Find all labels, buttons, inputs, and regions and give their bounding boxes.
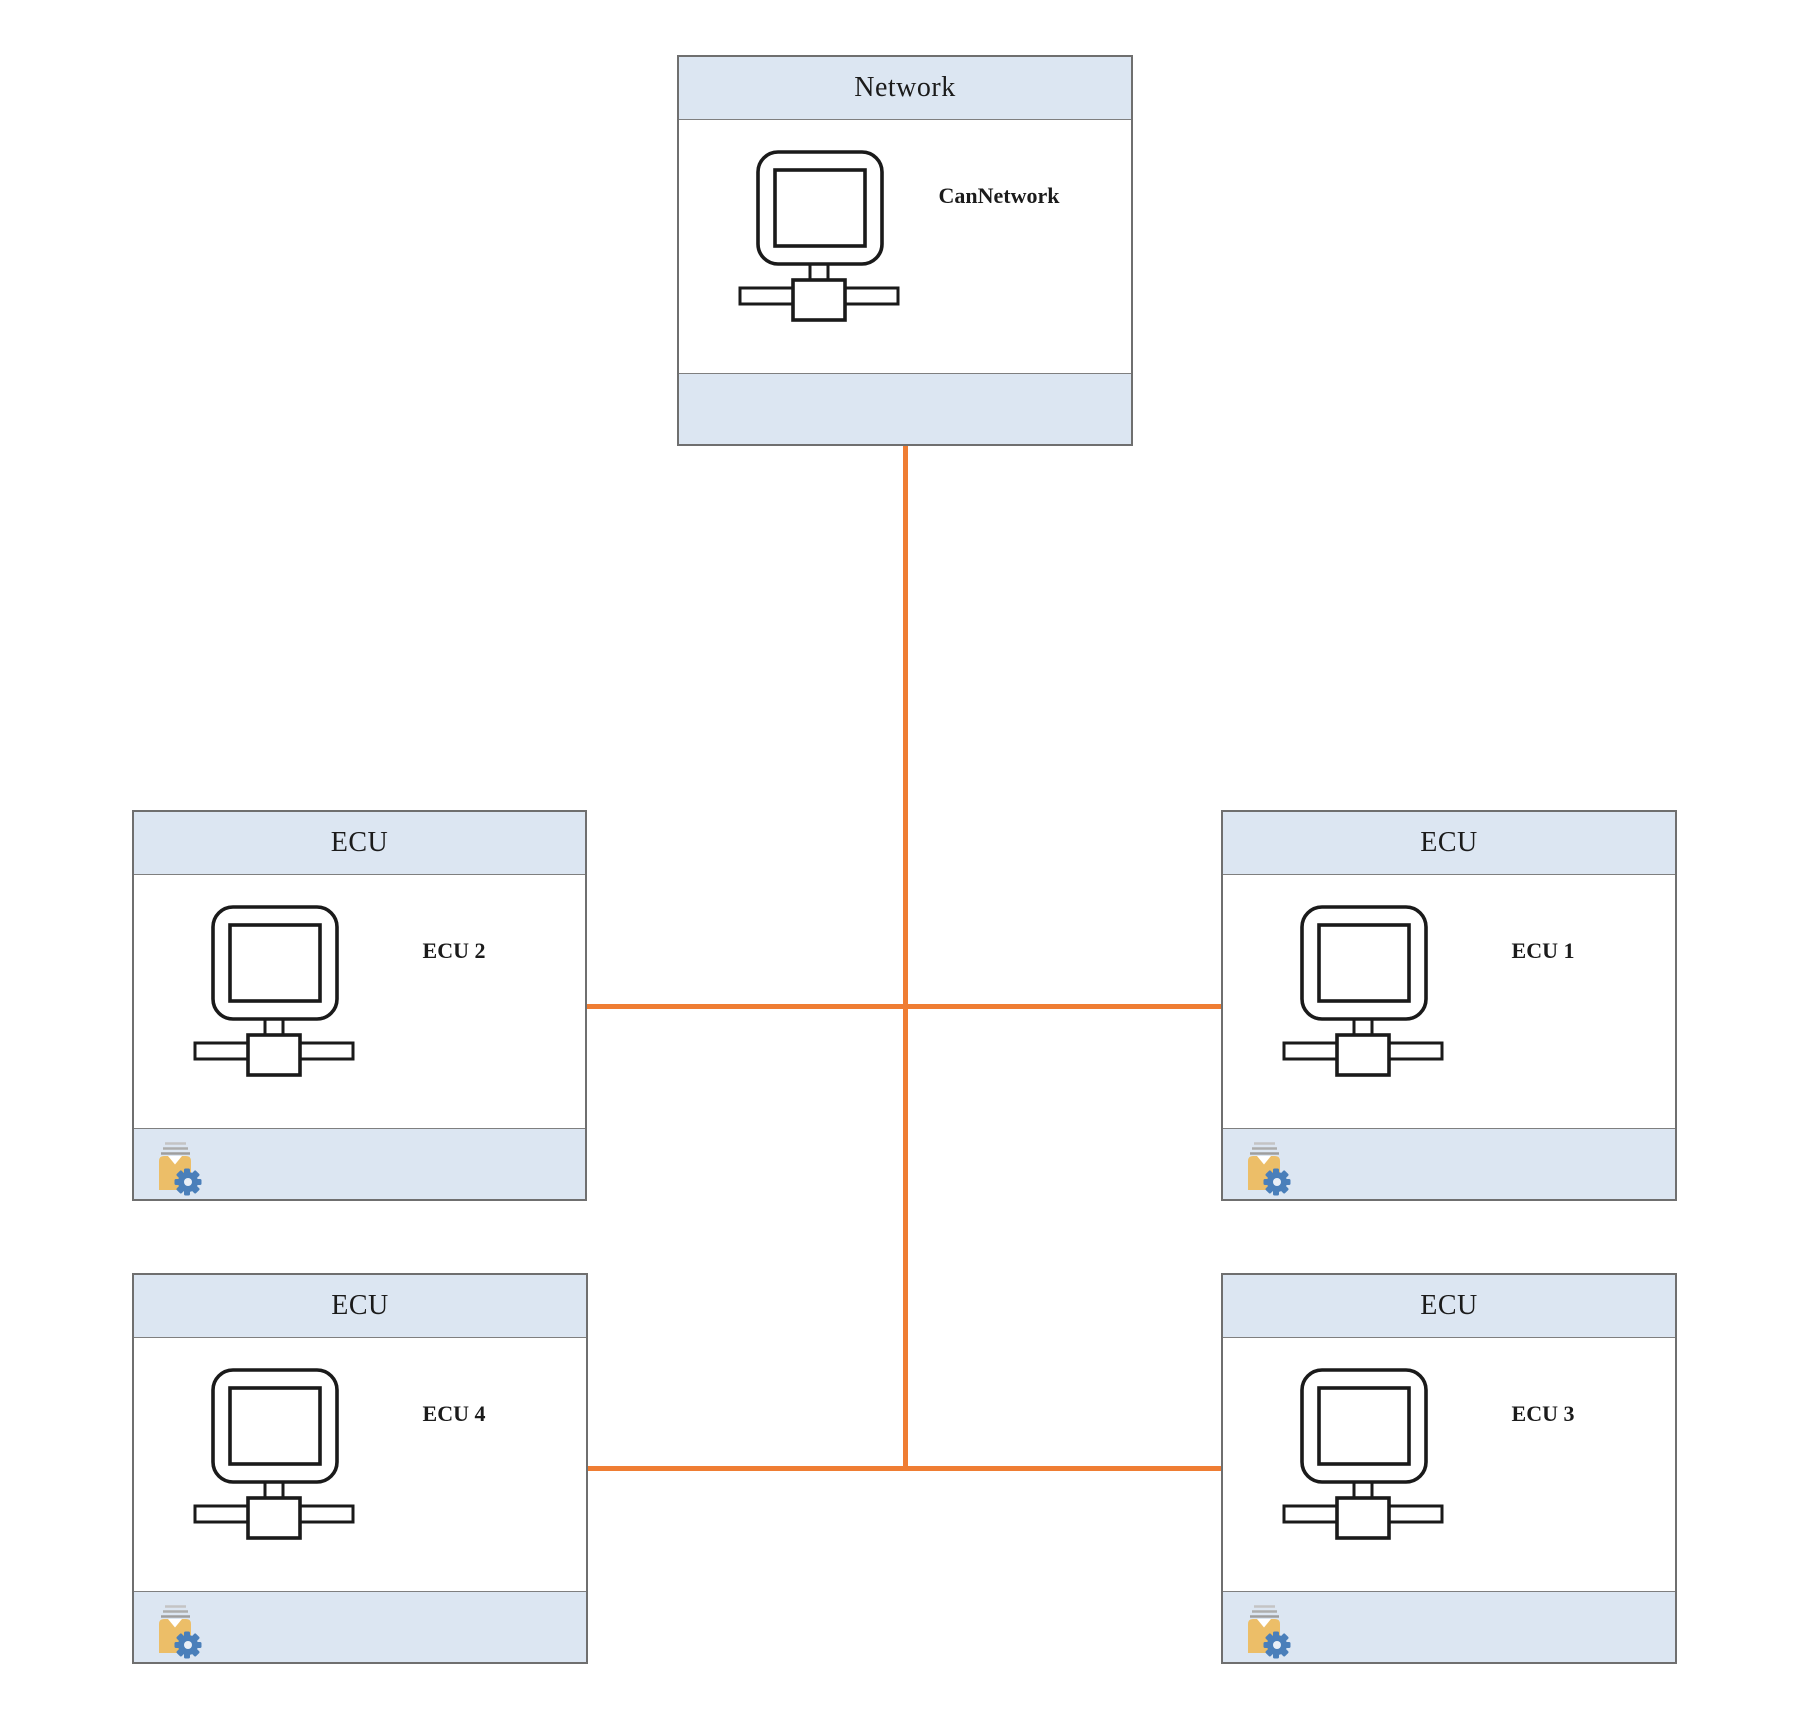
node-ecu-3[interactable]: ECU ECU 3 — [1221, 1273, 1677, 1664]
document-stack-gear-icon — [1248, 1605, 1291, 1659]
node-label: ECU 1 — [1511, 938, 1575, 963]
node-body: ECU 2 — [134, 875, 585, 1128]
node-label: ECU 3 — [1511, 1401, 1575, 1426]
node-ecu-2[interactable]: ECU ECU 2 — [132, 810, 587, 1201]
node-body: CanNetwork — [679, 120, 1131, 373]
document-stack-gear-icon — [159, 1605, 202, 1659]
node-ecu-4[interactable]: ECU ECU 4 — [132, 1273, 588, 1664]
node-body: ECU 3 — [1223, 1338, 1675, 1591]
node-footer — [134, 1591, 586, 1662]
node-footer — [1223, 1128, 1675, 1199]
node-label: ECU 2 — [422, 938, 486, 963]
node-footer — [1223, 1591, 1675, 1662]
node-header: ECU — [1223, 1275, 1675, 1338]
network-computer-icon — [738, 150, 900, 322]
network-computer-icon — [1282, 1368, 1444, 1540]
network-computer-icon — [1282, 905, 1444, 1077]
network-computer-icon — [193, 1368, 355, 1540]
document-stack-gear-icon — [159, 1142, 202, 1196]
node-label: CanNetwork — [938, 183, 1060, 208]
node-body: ECU 1 — [1223, 875, 1675, 1128]
network-computer-icon — [193, 905, 355, 1077]
node-header: Network — [679, 57, 1131, 120]
node-label: ECU 4 — [422, 1401, 486, 1426]
node-footer — [679, 373, 1131, 444]
node-header: ECU — [134, 1275, 586, 1338]
node-header: ECU — [1223, 812, 1675, 875]
node-body: ECU 4 — [134, 1338, 586, 1591]
document-stack-gear-icon — [1248, 1142, 1291, 1196]
can-bus-vertical-line[interactable] — [903, 444, 908, 1471]
can-bus-lower-branch-line[interactable] — [586, 1466, 1224, 1471]
node-footer — [134, 1128, 585, 1199]
node-header: ECU — [134, 812, 585, 875]
node-network[interactable]: Network CanNetwork — [677, 55, 1133, 446]
can-bus-middle-branch-line[interactable] — [585, 1004, 1223, 1009]
node-ecu-1[interactable]: ECU ECU 1 — [1221, 810, 1677, 1201]
